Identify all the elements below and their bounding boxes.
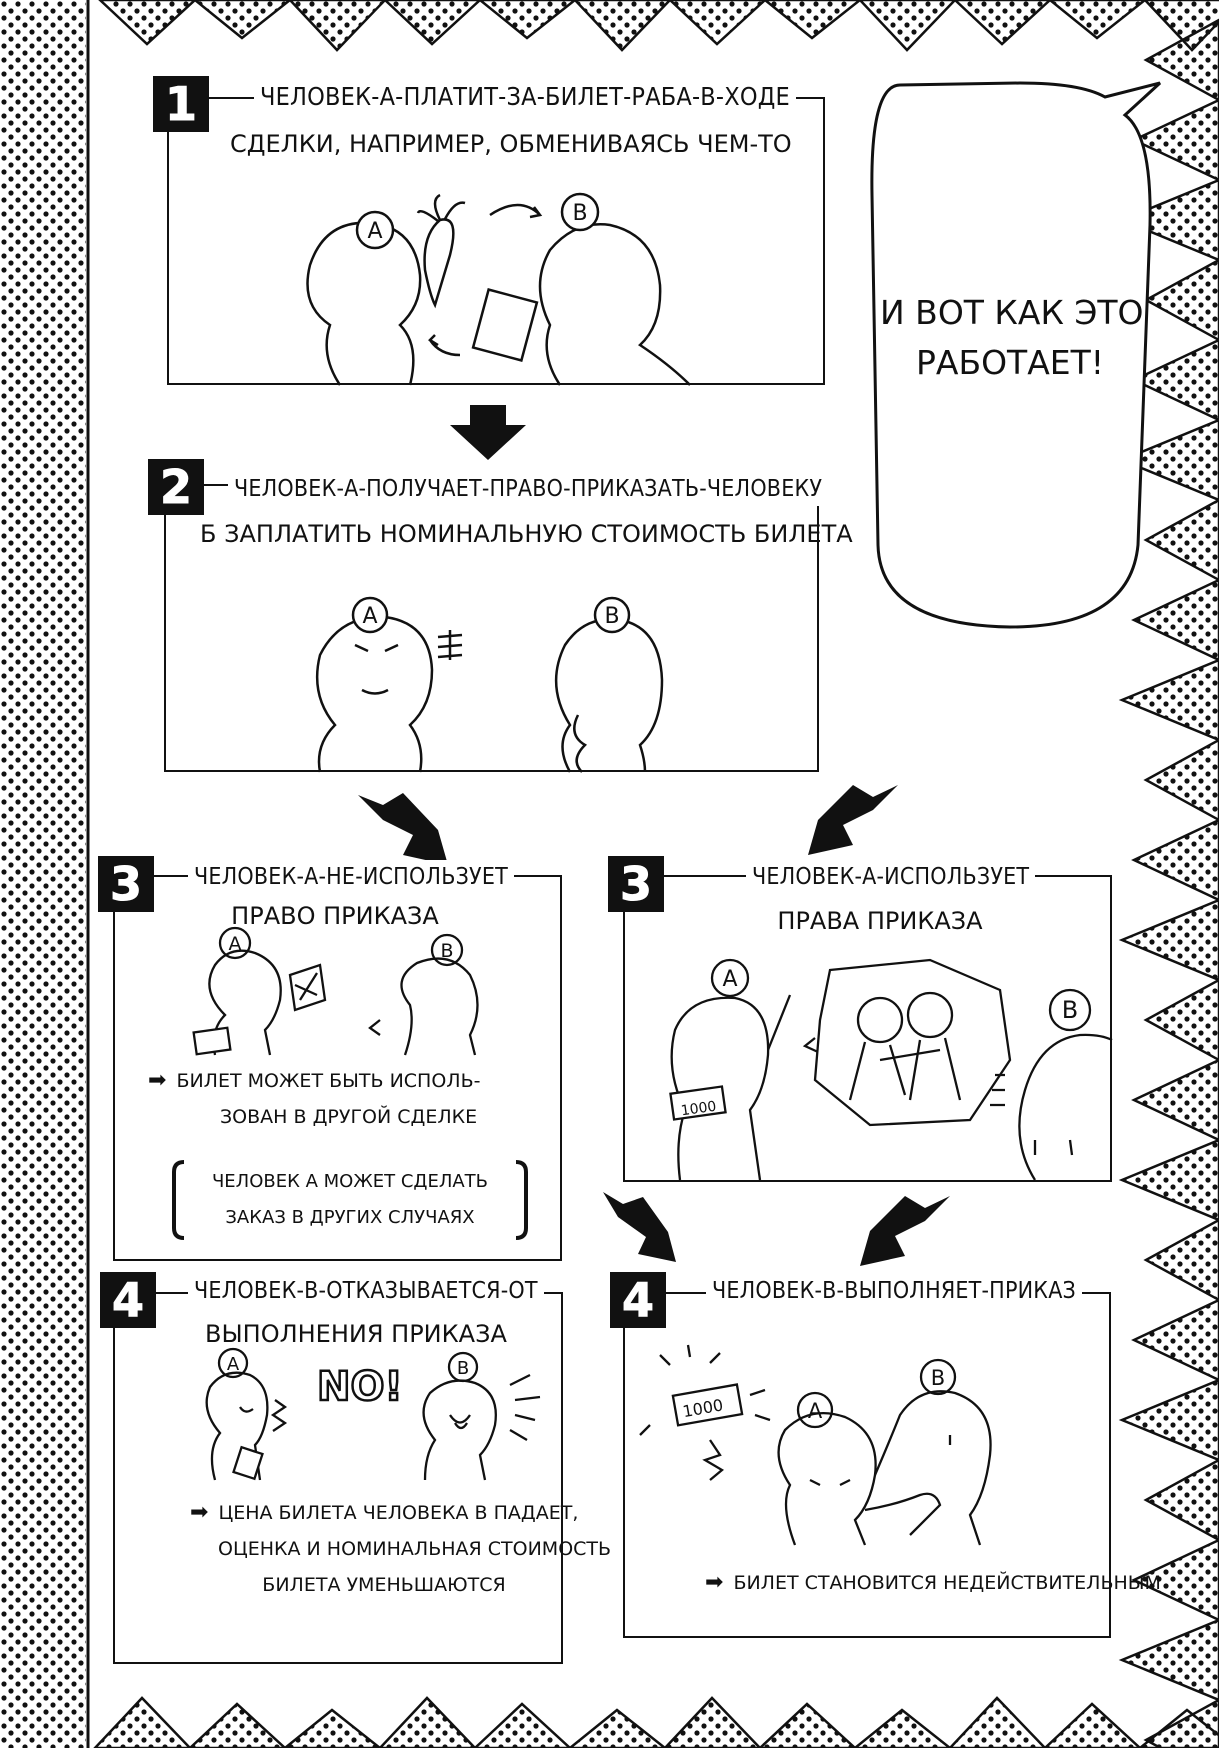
note-arrow-icon: ➡ <box>705 1570 724 1595</box>
step-3-left-bracket-line-1: ЧЕЛОВЕК А МОЖЕТ СДЕЛАТЬ <box>211 1171 489 1192</box>
panel-step-3-not-used <box>113 875 562 1261</box>
step-3-right-label-b: B <box>1062 996 1078 1024</box>
step-4-left-label-a: A <box>227 1354 240 1375</box>
step-1-label-b: B <box>572 201 587 226</box>
step-2-number: 2 <box>148 459 204 515</box>
step-3-left-note-line-1: БИЛЕТ МОЖЕТ БЫТЬ ИСПОЛЬ- <box>176 1070 481 1092</box>
step-4-right-label-b: B <box>931 1366 945 1390</box>
step-3-left-note-line-2: ЗОВАН В ДРУГОЙ СДЕЛКЕ <box>220 1106 478 1128</box>
step-3-left-heading-line-2: ПРАВО ПРИКАЗА <box>231 902 439 930</box>
step-3-left-label-a: A <box>229 933 242 955</box>
step-3-right-label-a: A <box>722 967 737 992</box>
burst-right-zigzag <box>1118 18 1219 1748</box>
panel-step-4-obeys <box>623 1292 1111 1638</box>
ticket-icon <box>471 288 539 362</box>
step-3-left-number: 3 <box>98 856 154 912</box>
step-1-heading-line-1: ЧЕЛОВЕК-А-ПЛАТИТ-ЗА-БИЛЕТ-РАБА-В-ХОДЕ <box>254 80 796 114</box>
step-3-left-label-b: B <box>440 940 453 962</box>
step-2-heading-line-2: Б ЗАПЛАТИТЬ НОМИНАЛЬНУЮ СТОИМОСТЬ БИЛЕТА <box>200 520 853 548</box>
step-4-right-note: ➡ БИЛЕТ СТАНОВИТСЯ НЕДЕЙСТВИТЕЛЬНЫМ <box>705 1565 1161 1601</box>
step-4-left-note: ➡ ЦЕНА БИЛЕТА ЧЕЛОВЕКА В ПАДАЕТ, ОЦЕНКА И… <box>190 1495 612 1603</box>
step-3-left-brackets <box>172 1160 528 1240</box>
burst-top-zigzag <box>98 0 1219 52</box>
step-3-right-number: 3 <box>608 856 664 912</box>
step-1-number: 1 <box>153 76 209 132</box>
step-3-left-bracket-line-2: ЗАКАЗ В ДРУГИХ СЛУЧАЯХ <box>225 1207 475 1228</box>
arrow-down-left-3b-to-4b <box>860 1196 950 1266</box>
step-4-left-note-line-3: БИЛЕТА УМЕНЬШАЮТСЯ <box>262 1574 506 1596</box>
step-4-right-illustration: 1000 A B <box>639 1344 992 1546</box>
step-4-right-label-a: A <box>808 1399 823 1423</box>
step-4-left-illustration: A NO! B <box>205 1347 541 1481</box>
step-3-right-heading-line-2: ПРАВА ПРИКАЗА <box>777 907 983 935</box>
step-4-left-note-line-2: ОЦЕНКА И НОМИНАЛЬНАЯ СТОИМОСТЬ <box>218 1538 612 1560</box>
step-3-left-heading-line-1: ЧЕЛОВЕК-А-НЕ-ИСПОЛЬЗУЕТ <box>188 860 514 894</box>
arrow-down-right-3a-to-4b <box>603 1192 676 1262</box>
panel-step-1 <box>167 97 825 385</box>
step-4-left-label-b: B <box>457 1358 469 1379</box>
step-1-illustration: A B <box>306 192 691 386</box>
step-4-left-exclaim: NO! <box>317 1364 403 1410</box>
step-2-label-a: A <box>362 604 377 629</box>
step-3-left-bracket-text: ЧЕЛОВЕК А МОЖЕТ СДЕЛАТЬ ЗАКАЗ В ДРУГИХ С… <box>185 1164 515 1236</box>
arrow-down-right-2-to-3b <box>808 785 898 855</box>
exchange-arrow-bottom-icon <box>428 334 461 357</box>
step-3-left-illustration: A B <box>192 926 479 1056</box>
speech-bubble <box>870 81 1162 629</box>
step-4-left-heading-line-2: ВЫПОЛНЕНИЯ ПРИКАЗА <box>205 1320 507 1348</box>
bubble-line-1: И ВОТ КАК ЭТО <box>880 293 1144 332</box>
step-1-label-a: A <box>367 219 382 244</box>
step-4-left-heading-line-1: ЧЕЛОВЕК-В-ОТКАЗЫВАЕТСЯ-ОТ <box>188 1274 544 1308</box>
left-halftone-band <box>0 0 86 1748</box>
step-2-heading-line-1: ЧЕЛОВЕК-А-ПОЛУЧАЕТ-ПРАВО-ПРИКАЗАТЬ-ЧЕЛОВ… <box>228 472 829 506</box>
exchange-arrow-top-icon <box>489 203 543 219</box>
note-arrow-icon: ➡ <box>148 1068 167 1093</box>
arrow-down-left-2-to-3a <box>358 793 448 865</box>
step-4-left-note-line-1: ЦЕНА БИЛЕТА ЧЕЛОВЕКА В ПАДАЕТ, <box>218 1502 579 1524</box>
panel-step-4-refuses <box>113 1292 563 1664</box>
step-2-label-b: B <box>604 604 619 629</box>
step-3-left-note: ➡ БИЛЕТ МОЖЕТ БЫТЬ ИСПОЛЬ- ЗОВАН В ДРУГОЙ… <box>148 1063 488 1135</box>
thought-bubble-frame <box>813 958 1012 1127</box>
step-4-right-note-line-1: БИЛЕТ СТАНОВИТСЯ НЕДЕЙСТВИТЕЛЬНЫМ <box>733 1572 1161 1594</box>
step-4-left-number: 4 <box>100 1272 156 1328</box>
bubble-text: И ВОТ КАК ЭТО РАБОТАЕТ! <box>880 288 1144 388</box>
arrow-down-1-to-2 <box>450 405 526 460</box>
bubble-line-2: РАБОТАЕТ! <box>915 343 1105 382</box>
burst-bottom-zigzag <box>93 1696 1219 1748</box>
step-3-right-heading-line-1: ЧЕЛОВЕК-А-ИСПОЛЬЗУЕТ <box>746 860 1036 894</box>
step-4-right-heading-line-1: ЧЕЛОВЕК-В-ВЫПОЛНЯЕТ-ПРИКАЗ <box>706 1274 1083 1308</box>
note-arrow-icon: ➡ <box>190 1500 209 1525</box>
step-3-right-ticket-value: 1000 <box>680 1099 718 1120</box>
panel-step-2 <box>164 484 819 772</box>
step-2-illustration: A B <box>315 596 664 773</box>
carrot-icon <box>423 218 455 309</box>
step-1-heading-line-2: СДЕЛКИ, НАПРИМЕР, ОБМЕНИВАЯСЬ ЧЕМ-ТО <box>230 130 792 158</box>
step-4-right-number: 4 <box>610 1272 666 1328</box>
step-3-right-illustration: A 1000 B <box>669 958 1113 1181</box>
